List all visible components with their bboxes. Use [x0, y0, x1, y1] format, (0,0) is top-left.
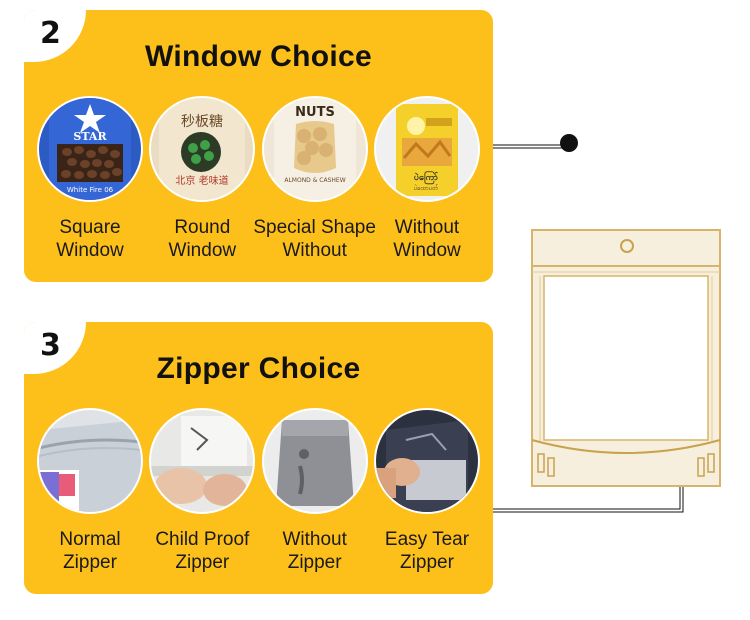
- normal-zipper-bag-icon: [37, 408, 143, 514]
- bag-print-text: NUTS: [295, 105, 335, 120]
- bag-print-subtext: ALMOND & CASHEW: [284, 177, 345, 184]
- step-number: 3: [40, 328, 61, 363]
- easy-tear-zipper-icon: [373, 408, 480, 514]
- pouch-illustration-icon: [531, 229, 721, 487]
- bag-print-subtext: ပဲထောပတ်: [414, 184, 438, 192]
- no-zipper-bag-icon: [261, 408, 368, 514]
- bag-print-subtext: White Fire 06: [67, 186, 114, 194]
- snack-bag-no-window-icon: ပဲကြော် ပဲထောပတ်: [373, 96, 480, 202]
- bag-print-text: 秒板糖: [181, 114, 223, 130]
- step-number: 2: [40, 16, 61, 51]
- nuts-bag-shaped-window-icon: NUTS ALMOND & CASHEW: [261, 96, 368, 202]
- section-title: Zipper Choice: [156, 352, 361, 385]
- coffee-bag-star-window-icon: STAR White Fire 06: [37, 96, 143, 202]
- window-pointer-dot: [560, 134, 578, 152]
- bag-print-text: ပဲကြော်: [414, 171, 439, 185]
- step-badge: 2: [24, 10, 86, 62]
- bag-print-text: STAR: [73, 130, 107, 143]
- candy-bag-round-window-icon: 秒板糖 北京 老味道: [149, 96, 256, 202]
- child-proof-zipper-icon: [149, 408, 256, 514]
- section-title: Window Choice: [145, 40, 372, 73]
- bag-print-subtext: 北京 老味道: [176, 174, 229, 187]
- window-choice-panel: 2 Window Choice STAR: [24, 10, 493, 282]
